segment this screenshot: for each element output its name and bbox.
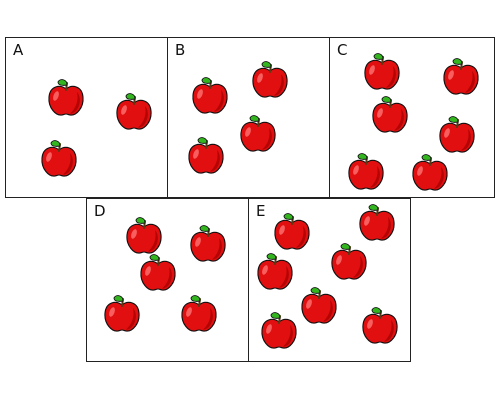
panel-label: B [175,41,186,59]
apple-icon [410,153,450,193]
apple-icon [370,95,410,135]
apple-icon [102,294,142,334]
apple-icon [114,92,154,132]
apple-icon [186,136,226,176]
panel-label: E [256,202,266,220]
apple-icon [441,57,481,97]
panel-label: D [94,202,106,220]
panel-c: C [329,37,495,198]
apple-icon [179,294,219,334]
apple-icon [46,78,86,118]
panel-b: B [167,37,330,198]
apple-icon [138,253,178,293]
apple-icon [360,306,400,346]
apple-icon [329,242,369,282]
apple-icon [255,252,295,292]
apple-icon [346,152,386,192]
panel-e: E [248,198,411,362]
panel-a: A [5,37,168,198]
apple-icon [362,52,402,92]
apple-icon [124,216,164,256]
apple-icon [250,60,290,100]
apple-icon [188,224,228,264]
apple-icon [437,115,477,155]
apple-icon [190,76,230,116]
apple-icon [39,139,79,179]
apple-icon [238,114,278,154]
panel-d: D [86,198,249,362]
apple-icon [299,286,339,326]
panel-label: A [13,41,24,59]
apple-icon [259,311,299,351]
panel-label: C [337,41,348,59]
apple-icon [357,203,397,243]
apple-icon [272,212,312,252]
